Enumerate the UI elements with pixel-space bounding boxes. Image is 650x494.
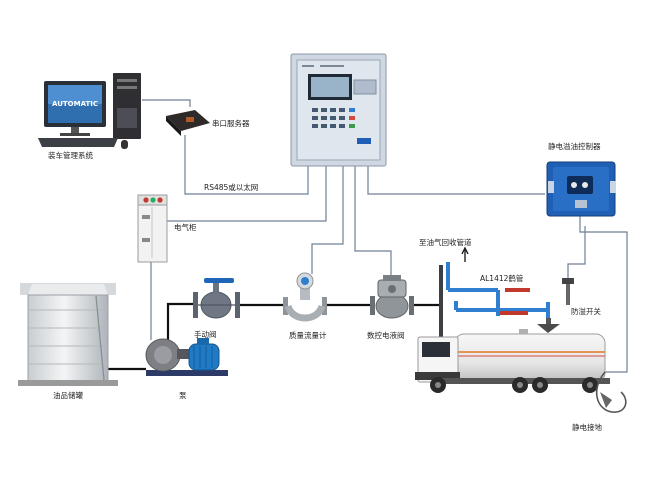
label-static-grounding: 静电接地 [572,423,602,432]
label-loading-mgmt-system: 装车管理系统 [48,151,93,160]
tanker-truck [415,329,610,393]
overflow-controller-box [546,161,616,217]
label-crane-arm: AL1412鹤管 [480,274,524,283]
manual-valve-unit [193,278,240,319]
label-vapor-recovery: 至油气回收管道 [419,238,472,247]
computer-workstation: AUTOMATIC [38,73,141,149]
label-manual-valve: 手动阀 [194,330,217,339]
label-digital-control-valve: 数控电液阀 [367,331,405,340]
label-rs485-network: RS485或以太网 [204,183,259,192]
label-electrical-cabinet: 电气柜 [174,223,197,232]
label-overflow-controller: 静电溢油控制器 [548,142,601,151]
serial-server-device [166,110,210,136]
overfill-switch-probe [562,278,574,305]
label-serial-server: 串口服务器 [212,119,250,128]
process-piping [95,302,441,371]
label-pump: 泵 [179,391,187,400]
electrical-cabinet-unit [137,194,168,263]
label-mass-flowmeter: 质量流量计 [289,331,327,340]
signal-wiring [142,99,628,373]
label-overfill-switch: 防溢开关 [571,307,601,316]
static-grounding-clamp [595,371,627,413]
pump-unit [145,338,228,376]
loading-arm-assembly [434,246,560,340]
oil-storage-tank [18,283,118,386]
digital-control-valve-unit [370,275,414,319]
mass-flowmeter-unit [283,272,327,322]
svg-text:AUTOMATIC: AUTOMATIC [52,100,98,108]
loading-controller-panel [290,53,387,167]
label-oil-tank: 油品储罐 [53,391,83,400]
